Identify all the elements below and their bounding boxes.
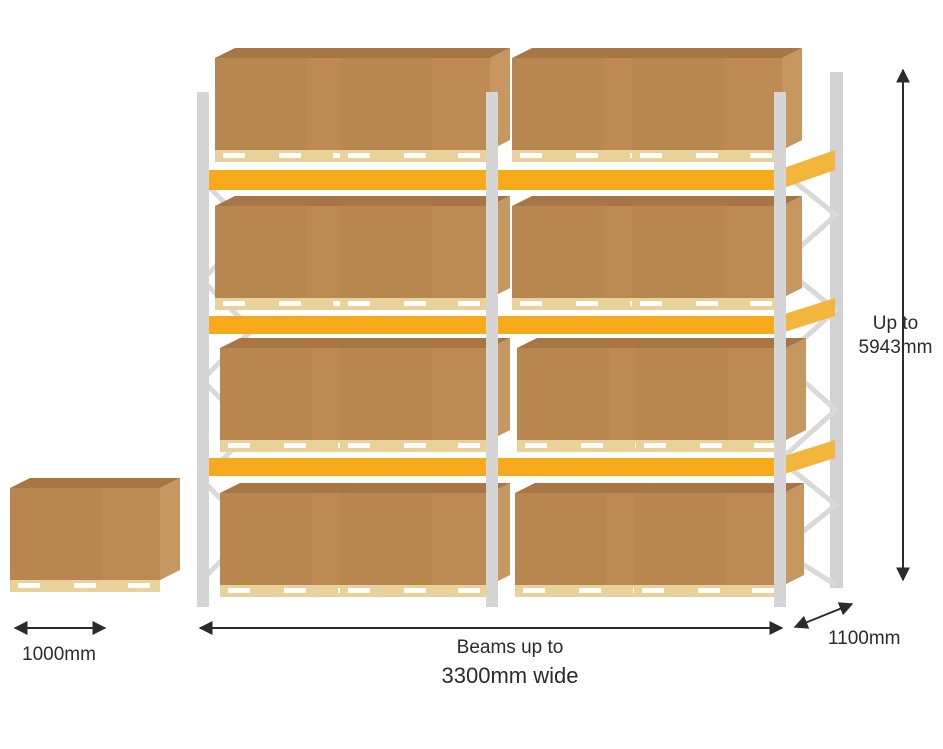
width-label: Beams up to 3300mm wide xyxy=(400,634,620,690)
boxes-level-4 xyxy=(215,48,802,162)
boxes-level-3 xyxy=(215,196,802,310)
back-uprights xyxy=(830,72,843,588)
width-label-line2: 3300mm wide xyxy=(441,663,579,688)
depth-label: 1100mm xyxy=(828,628,901,649)
height-label-line1: Up to xyxy=(872,313,919,334)
pallet-width-label: 1000mm xyxy=(22,644,96,665)
boxes-level-2 xyxy=(220,338,806,452)
front-uprights xyxy=(197,92,786,607)
standalone-pallet-box xyxy=(10,478,180,592)
height-label-line2: 5943mm xyxy=(858,337,933,358)
depth-arrow xyxy=(793,602,854,629)
boxes-level-1 xyxy=(220,483,804,597)
height-label: Up to 5943mm xyxy=(848,312,943,360)
width-label-line1: Beams up to xyxy=(456,637,564,658)
